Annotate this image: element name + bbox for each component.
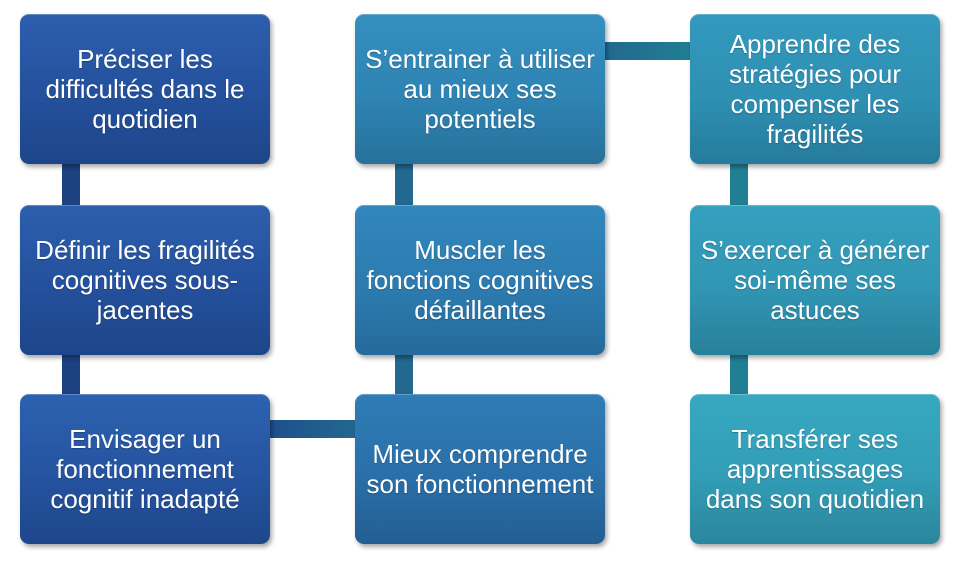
step-8-text: S’exercer à générer soi-même ses astuces — [700, 235, 930, 325]
step-6-text: S’entrainer à utiliser au mieux ses pote… — [365, 44, 595, 134]
connector-3-4 — [268, 420, 358, 438]
step-7-text: Apprendre des stratégies pour compenser … — [729, 29, 901, 149]
connector-8-9 — [730, 350, 748, 400]
connector-4-5 — [395, 350, 413, 400]
connector-1-2 — [62, 160, 80, 210]
step-3-box: Envisager un fonctionnement cognitif ina… — [20, 394, 270, 544]
step-1-box: Préciser les difficultés dans le quotidi… — [20, 14, 270, 164]
step-4-box: Mieux comprendre son fonctionnement — [355, 394, 605, 544]
step-3-text: Envisager un fonctionnement cognitif ina… — [50, 424, 240, 514]
step-6-box: S’entrainer à utiliser au mieux ses pote… — [355, 14, 605, 164]
step-5-box: Muscler les fonctions cognitives défaill… — [355, 205, 605, 355]
connector-2-3 — [62, 350, 80, 400]
step-5-text: Muscler les fonctions cognitives défaill… — [366, 235, 594, 325]
step-7-box: Apprendre des stratégies pour compenser … — [690, 14, 940, 164]
connector-7-8 — [730, 160, 748, 210]
connector-5-6 — [395, 160, 413, 210]
step-2-text: Définir les fragilités cognitives sous-j… — [35, 235, 255, 325]
step-1-text: Préciser les difficultés dans le quotidi… — [45, 44, 245, 134]
step-4-text: Mieux comprendre son fonctionnement — [366, 439, 594, 499]
connector-6-7 — [601, 42, 695, 60]
step-9-text: Transférer ses apprentissages dans son q… — [705, 424, 925, 514]
step-9-box: Transférer ses apprentissages dans son q… — [690, 394, 940, 544]
step-2-box: Définir les fragilités cognitives sous-j… — [20, 205, 270, 355]
step-8-box: S’exercer à générer soi-même ses astuces — [690, 205, 940, 355]
